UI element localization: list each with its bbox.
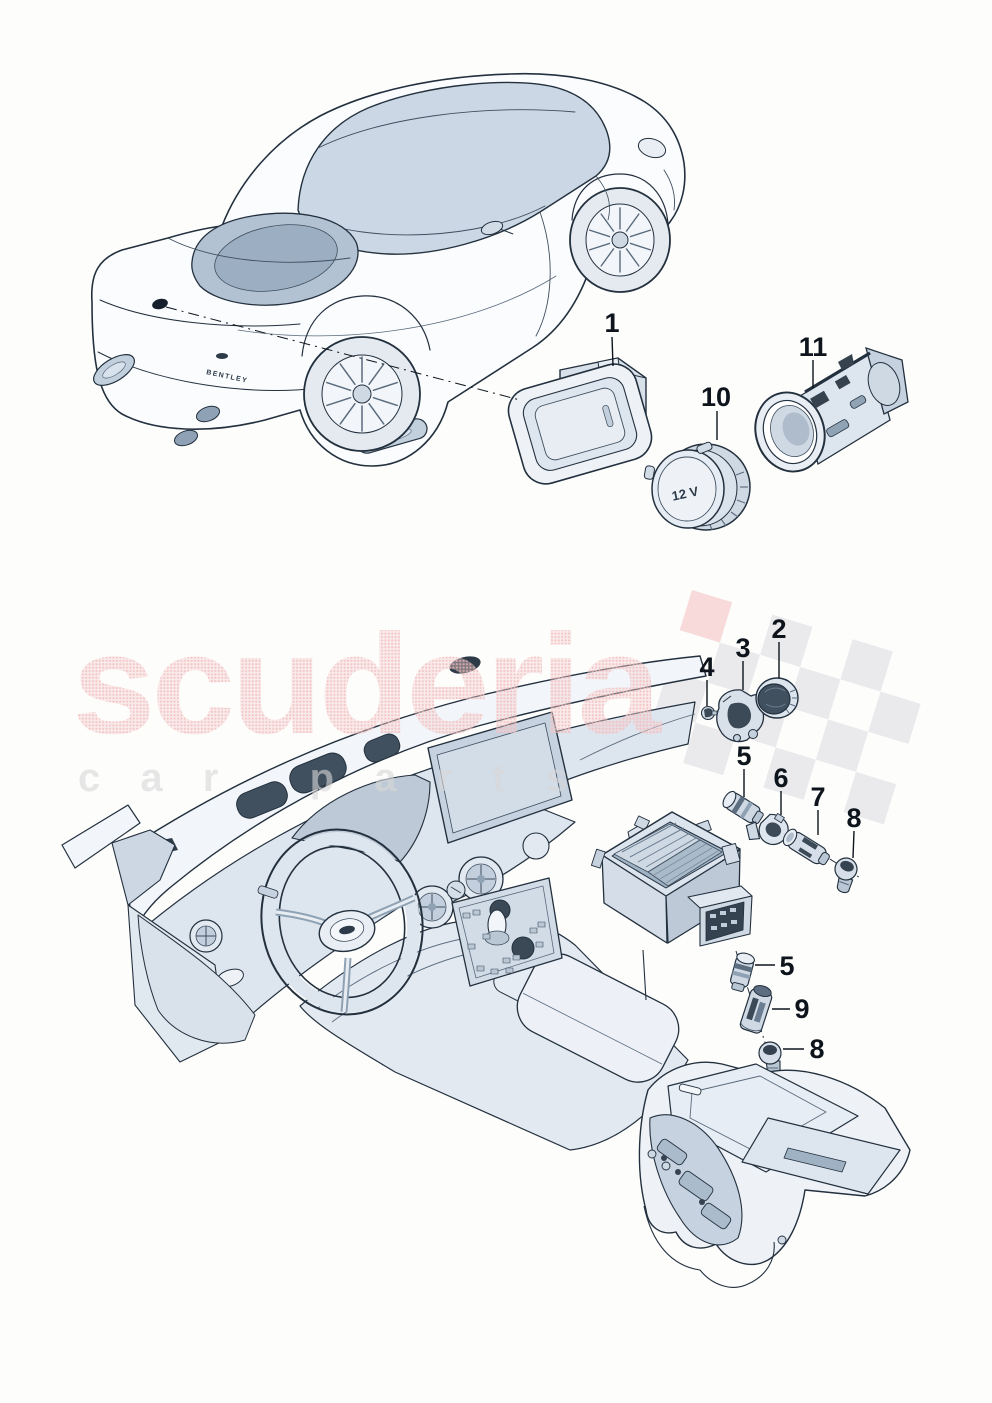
cowl-line <box>595 175 610 221</box>
locator-line-part1 <box>165 306 521 401</box>
callout-label-1: 1 <box>604 308 619 338</box>
deck-seam <box>167 237 351 263</box>
callout-label-8: 8 <box>846 803 861 833</box>
door-mirror <box>480 220 514 236</box>
box-floor <box>647 839 723 887</box>
headlight <box>637 137 667 159</box>
car-glass-canopy <box>297 81 611 255</box>
vent-control-knob <box>446 880 466 900</box>
dashboard-illustration <box>61 655 707 1151</box>
part-1-socket-housing <box>507 357 653 485</box>
speaker-grille <box>363 733 401 763</box>
screw <box>777 1235 787 1245</box>
front-fascia-line <box>663 169 675 211</box>
a-pillar-stub <box>61 804 141 869</box>
car-side-crease <box>237 275 557 337</box>
leader-lines <box>165 306 855 1050</box>
console-control-panel <box>451 877 563 987</box>
hub-bentley-badge <box>339 925 355 935</box>
part-5-bulb-socket-console <box>729 952 755 992</box>
callout-label-2: 2 <box>771 614 786 644</box>
part-9-socket-sleeve-console <box>739 985 773 1034</box>
part-10-socket-cap: 12 V <box>643 441 751 531</box>
rear-window-inner <box>214 224 338 292</box>
callout-label-11: 11 <box>799 332 828 362</box>
part-5-bulb-socket <box>722 790 764 824</box>
windshield-divider <box>317 109 576 149</box>
internal-bracket <box>700 1202 732 1230</box>
part-8-elbow-connector <box>834 857 858 894</box>
right-end-vent <box>522 832 550 860</box>
left-door-card <box>111 829 176 906</box>
callout-labels: 1 10 11 2 3 4 5 6 7 8 5 9 8 <box>604 308 861 1064</box>
rear-wheel-arch <box>301 295 431 357</box>
trunk-seam <box>99 299 301 327</box>
part-4-clip <box>700 705 718 721</box>
front-wheel-arch <box>571 173 669 225</box>
callout-label-3: 3 <box>735 633 750 663</box>
console-bottom-edge <box>643 1205 775 1288</box>
speaker-grille <box>236 781 288 819</box>
rear-console-illustration <box>638 1061 911 1288</box>
callout-label-7: 7 <box>810 782 825 812</box>
armrest-pad <box>516 953 680 1083</box>
column-stalk <box>257 885 279 899</box>
storage-box-leader <box>642 949 647 1001</box>
vehicle-illustration: BENTLEY <box>90 72 686 467</box>
callout-label-5: 5 <box>736 741 751 771</box>
box-side-clip <box>721 843 741 865</box>
part-3-socket-holder <box>716 689 765 743</box>
storage-box-illustration <box>590 811 753 947</box>
callout-label-9-console: 9 <box>794 994 809 1024</box>
rear-wheel <box>303 336 421 452</box>
bentley-wings-badge <box>216 353 228 359</box>
callout-label-5-console: 5 <box>779 951 794 981</box>
left-air-vent <box>189 919 223 953</box>
exhaust-tip <box>195 405 221 423</box>
watermark-title-base: scuderia <box>72 605 662 764</box>
part-6-lamp-holder <box>745 812 789 846</box>
center-display-glass <box>436 722 562 834</box>
callout-label-8-console: 8 <box>809 1034 824 1064</box>
screw <box>647 1149 657 1159</box>
watermark-title-dots: scuderia <box>72 605 662 764</box>
box-connector-module <box>687 885 753 947</box>
socket-location-marker <box>152 298 168 310</box>
lid-slot <box>678 1083 702 1096</box>
internal-bracket <box>678 1170 714 1202</box>
callout-label-10: 10 <box>701 382 731 412</box>
center-air-vent <box>458 856 504 902</box>
socket-cap-marking: 12 V <box>670 483 700 503</box>
door-seam <box>535 211 551 337</box>
dash-top-speaker <box>449 656 481 674</box>
dash-right-end-line <box>579 713 696 761</box>
knee-panel <box>137 914 256 1044</box>
callout-label-6: 6 <box>773 763 788 793</box>
exhaust-tip <box>173 429 199 447</box>
watermark: scuderia scuderia car parts <box>72 605 666 800</box>
speaker-grille <box>289 752 347 794</box>
steering-wheel <box>257 828 424 1016</box>
tray-slot <box>783 1147 847 1173</box>
part-2-socket-cap-small <box>755 677 799 719</box>
front-wheel <box>569 187 671 293</box>
part-8-elbow-connector-console <box>758 1041 782 1078</box>
callout-label-4: 4 <box>699 652 714 682</box>
box-left-wall <box>601 854 668 944</box>
rotary-control <box>511 936 535 960</box>
screw <box>661 1161 671 1171</box>
watermark-subtitle: car parts <box>78 756 598 800</box>
internal-bracket <box>656 1138 688 1166</box>
part-7-socket-sleeve <box>782 828 830 866</box>
part-11-socket-barrel <box>754 346 909 473</box>
box-side-tab <box>590 848 606 869</box>
